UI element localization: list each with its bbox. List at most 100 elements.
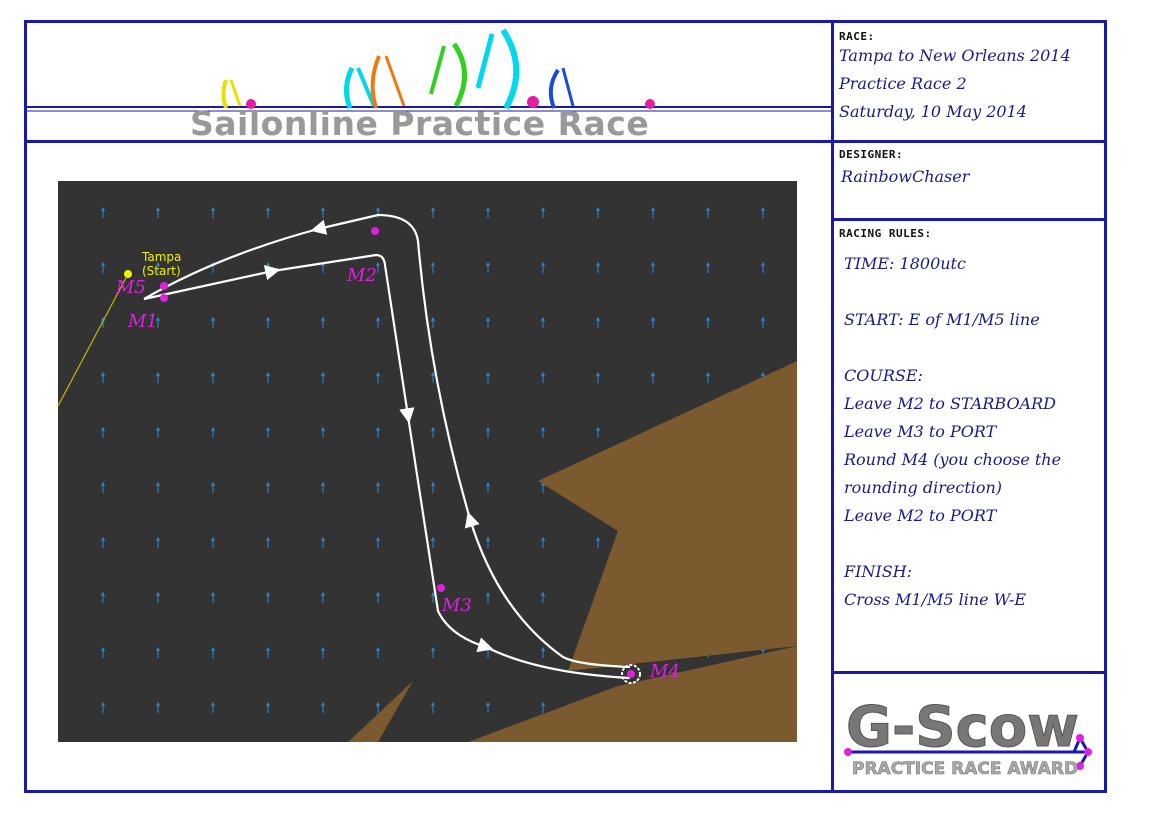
- wind-arrow-icon: [211, 591, 215, 603]
- mark-label-m2: M2: [346, 265, 377, 286]
- wind-arrow-icon: [266, 206, 270, 218]
- wind-arrow-icon: [156, 481, 160, 493]
- wind-arrow-icon: [541, 426, 545, 438]
- buoy-icon: [246, 99, 256, 109]
- wind-arrow-icon: [761, 261, 765, 273]
- wind-arrow-icon: [266, 646, 270, 658]
- land-mass: [538, 361, 797, 671]
- race-label: RACE:: [839, 30, 875, 43]
- wind-arrow-icon: [541, 261, 545, 273]
- wind-arrow-icon: [761, 316, 765, 328]
- wind-arrow-icon: [266, 591, 270, 603]
- wind-arrow-icon: [211, 646, 215, 658]
- wind-arrow-icon: [596, 206, 600, 218]
- header-divider: [24, 140, 833, 143]
- award-logo: G-Scow PRACTICE RACE AWARD: [844, 695, 1092, 779]
- wind-arrow-icon: [486, 316, 490, 328]
- award-dot-icon: [844, 748, 852, 756]
- rhumb-line: [58, 273, 129, 407]
- wind-arrow-icon: [156, 701, 160, 713]
- wind-arrow-icon: [321, 646, 325, 658]
- rules-line: FINISH:: [844, 562, 913, 581]
- wind-arrow-icon: [101, 536, 105, 548]
- wind-arrow-icon: [541, 646, 545, 658]
- rules-line: Leave M3 to PORT: [844, 422, 997, 441]
- wind-arrow-icon: [266, 316, 270, 328]
- wind-arrow-icon: [431, 206, 435, 218]
- mark-m2: [371, 227, 379, 235]
- wind-arrow-icon: [761, 206, 765, 218]
- wind-arrow-icon: [211, 371, 215, 383]
- wind-arrow-icon: [486, 701, 490, 713]
- wind-arrow-icon: [376, 646, 380, 658]
- wind-arrow-icon: [541, 316, 545, 328]
- mark-m3: [437, 584, 445, 592]
- wind-arrow-icon: [101, 426, 105, 438]
- header-banner: [26, 28, 831, 112]
- wind-arrow-icon: [541, 371, 545, 383]
- rules-line: [844, 530, 1061, 558]
- wind-arrow-icon: [321, 701, 325, 713]
- wind-arrow-icon: [431, 316, 435, 328]
- wind-arrow-icon: [321, 426, 325, 438]
- wind-arrow-icon: [156, 316, 160, 328]
- wind-arrow-icon: [706, 206, 710, 218]
- wind-arrow-icon: [156, 371, 160, 383]
- mark-label-m4: M4: [649, 661, 680, 682]
- wind-arrow-icon: [321, 371, 325, 383]
- start-label: Tampa: [141, 250, 181, 264]
- rules-line: Leave M2 to PORT: [844, 506, 997, 525]
- sail-icon-cyan: [344, 66, 355, 109]
- wind-arrow-icon: [376, 206, 380, 218]
- wind-arrow-icon: [651, 371, 655, 383]
- wind-arrow-icon: [541, 536, 545, 548]
- wind-arrow-icon: [101, 591, 105, 603]
- mark-label-m3: M3: [441, 595, 472, 616]
- rules-line: [844, 334, 1061, 362]
- rules-line: [844, 278, 1061, 306]
- wind-arrow-icon: [486, 206, 490, 218]
- buoy-icon: [645, 99, 655, 109]
- wind-arrow-icon: [321, 536, 325, 548]
- wind-arrow-icon: [156, 646, 160, 658]
- course-map: Tampa (Start) M5 M1 M2 M3 M4: [58, 181, 797, 742]
- wind-arrow-icon: [101, 481, 105, 493]
- race-name: Tampa to New Orleans 2014: [839, 46, 1071, 65]
- wind-arrow-icon: [321, 206, 325, 218]
- designer-name: RainbowChaser: [841, 167, 970, 186]
- wind-arrow-icon: [101, 701, 105, 713]
- race-subtitle: Practice Race 2: [839, 74, 967, 93]
- wind-arrow-icon: [651, 206, 655, 218]
- rules-divider: [831, 671, 1107, 674]
- wind-arrow-icon: [486, 481, 490, 493]
- wind-arrow-icon: [596, 536, 600, 548]
- mark-label-m5: M5: [115, 277, 146, 298]
- race-date: Saturday, 10 May 2014: [839, 102, 1027, 121]
- wind-arrow-icon: [321, 591, 325, 603]
- wind-arrow-icon: [266, 701, 270, 713]
- mark-m1: [160, 294, 168, 302]
- wind-arrow-icon: [431, 261, 435, 273]
- start-point: [124, 270, 132, 278]
- wind-arrow-icon: [596, 371, 600, 383]
- rules-line: Leave M2 to STARBOARD: [844, 394, 1056, 413]
- start-label: (Start): [142, 264, 181, 278]
- land-mass: [468, 646, 797, 742]
- wind-arrow-icon: [266, 426, 270, 438]
- wind-arrow-icon: [376, 536, 380, 548]
- wind-arrow-icon: [266, 536, 270, 548]
- wind-arrow-icon: [211, 481, 215, 493]
- wind-arrow-icon: [541, 701, 545, 713]
- sail-icon-green: [429, 45, 446, 95]
- land-mass: [348, 681, 413, 742]
- wind-arrow-icon: [376, 591, 380, 603]
- wind-arrow-icon: [321, 481, 325, 493]
- wind-arrow-icon: [376, 371, 380, 383]
- race-divider: [831, 140, 1107, 143]
- wind-arrow-icon: [376, 426, 380, 438]
- award-subtitle: PRACTICE RACE AWARD: [852, 759, 1078, 779]
- wind-arrow-icon: [101, 371, 105, 383]
- wind-arrow-icon: [101, 646, 105, 658]
- wind-arrow-icon: [211, 426, 215, 438]
- rules-list: TIME: 1800utc START: E of M1/M5 line COU…: [844, 250, 1061, 614]
